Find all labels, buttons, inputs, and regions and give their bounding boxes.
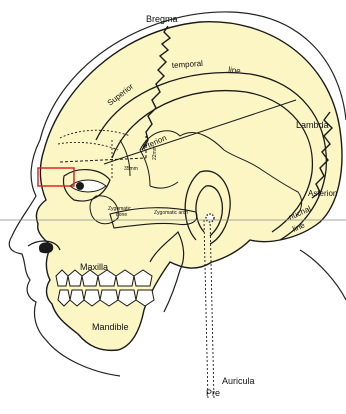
- label-bregma: Bregma: [146, 14, 178, 24]
- nasal-cavity: [39, 242, 53, 253]
- label-maxilla: Maxilla: [80, 262, 108, 272]
- label-auricular: Auricula: [222, 376, 255, 386]
- label-pre: Pre: [206, 388, 220, 398]
- label-lambda: Lambda: [296, 120, 329, 130]
- label-mandible: Mandible: [92, 322, 129, 332]
- label-line: line: [228, 65, 242, 76]
- label-zygomatic-bone-2: bone: [116, 212, 127, 218]
- label-22mm: 22mm: [152, 146, 158, 160]
- label-zygomatic-arch: Zygomatic arch: [154, 210, 188, 216]
- label-35mm: 35mm: [124, 166, 138, 172]
- label-asterion: Asterion: [308, 189, 337, 198]
